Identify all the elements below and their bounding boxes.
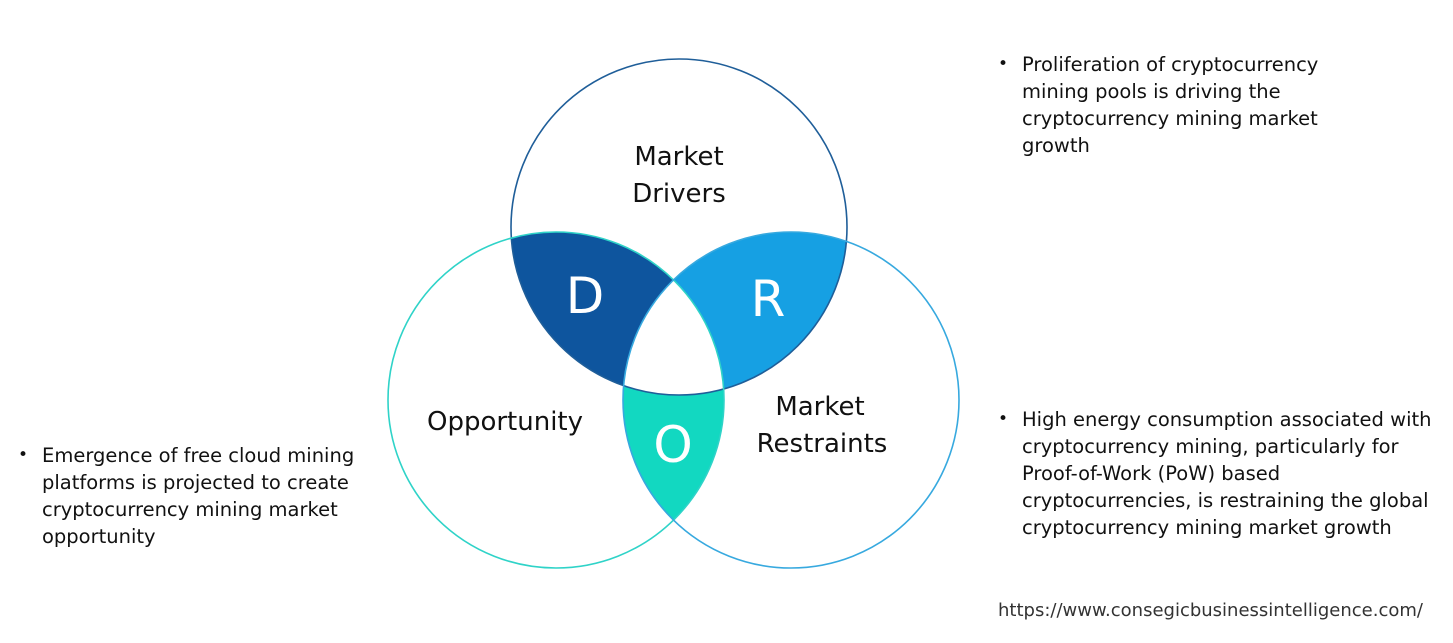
- overlap-drivers-opportunity: [511, 232, 724, 395]
- opportunity-label: Opportunity: [427, 407, 583, 437]
- drivers-label-line2: Drivers: [632, 179, 726, 209]
- drivers-bullet-text: Proliferation of cryptocurrency mining p…: [1022, 53, 1319, 157]
- letter-d: D: [566, 267, 605, 325]
- restraints-label-line2: Restraints: [757, 429, 888, 459]
- bullet-marker: •: [998, 409, 1009, 429]
- bullet-marker: •: [18, 445, 29, 465]
- letter-r: R: [751, 270, 786, 328]
- drivers-label-line1: Market: [634, 142, 723, 172]
- restraints-bullet-text: High energy consumption associated with …: [1022, 408, 1432, 539]
- drivers-bullet: • Proliferation of cryptocurrency mining…: [998, 51, 1378, 159]
- opportunity-bullet: • Emergence of free cloud mining platfor…: [18, 442, 368, 550]
- source-url: https://www.consegicbusinessintelligence…: [998, 600, 1423, 621]
- opportunity-bullet-text: Emergence of free cloud mining platforms…: [42, 444, 355, 548]
- overlap-drivers-restraints: [623, 232, 847, 395]
- bullet-marker: •: [998, 54, 1009, 74]
- restraints-bullet: • High energy consumption associated wit…: [998, 406, 1438, 541]
- drivers-circle: [510, 58, 848, 396]
- restraints-label-line1: Market: [775, 392, 864, 422]
- restraints-circle: [622, 231, 960, 569]
- opportunity-circle: [387, 231, 725, 569]
- letter-o: O: [653, 416, 692, 474]
